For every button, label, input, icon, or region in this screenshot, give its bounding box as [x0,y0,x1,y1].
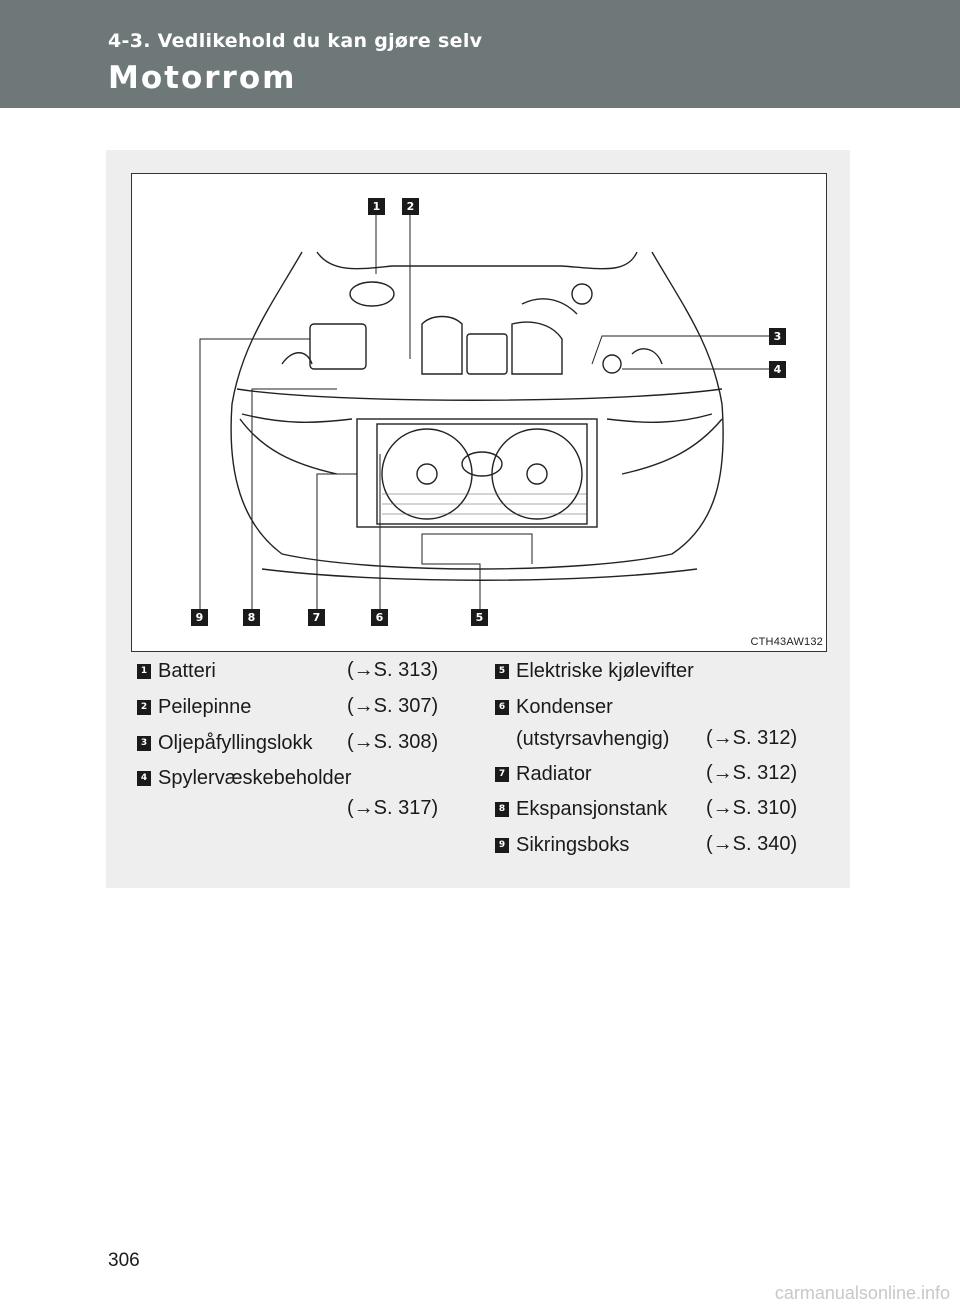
callout-3: 3 [769,328,786,345]
legend-label-radiator: Radiator [516,763,592,785]
chapter-header: 4-3. Vedlikehold du kan gjøre selv Motor… [0,0,960,108]
legend-label-washer-tank: Spylervæskebeholder [158,767,352,789]
legend-label-fuse-box: Sikringsboks [516,834,630,856]
legend-ref-fuse-box: (→S. 340) [706,833,798,855]
legend-label-oil-cap: Oljepåfyllingslokk [158,732,313,754]
legend-label-expansion-tank: Ekspansjonstank [516,798,668,820]
legend-ref-washer-tank: (→S. 317) [347,797,439,819]
page-title: Motorrom [108,60,297,96]
callout-4: 4 [769,361,786,378]
legend-ref-condenser: (→S. 312) [706,727,798,749]
callout-6: 6 [371,609,388,626]
engine-bay-illustration: 1 2 3 4 5 6 7 8 9 CTH43AW132 [131,173,827,652]
figure-code: CTH43AW132 [750,636,823,648]
legend-badge-5: 5 [495,664,509,679]
legend-badge-8: 8 [495,802,509,817]
legend-badge-3: 3 [137,736,151,751]
callout-9: 9 [191,609,208,626]
legend-badge-6: 6 [495,700,509,715]
legend-ref-radiator: (→S. 312) [706,762,798,784]
legend-label-dipstick: Peilepinne [158,696,252,718]
legend-ref-oil-cap: (→S. 308) [347,731,439,753]
page-number: 306 [108,1250,140,1271]
legend-badge-7: 7 [495,767,509,782]
legend-badge-9: 9 [495,838,509,853]
legend-badge-1: 1 [137,664,151,679]
legend-ref-battery: (→S. 313) [347,659,439,681]
callout-1: 1 [368,198,385,215]
callout-5: 5 [471,609,488,626]
engine-bay-drawing [199,214,769,609]
legend-label-cooling-fans: Elektriske kjølevifter [516,660,694,682]
callout-7: 7 [308,609,325,626]
legend-label-condenser-note: (utstyrsavhengig) [516,728,670,750]
callout-8: 8 [243,609,260,626]
legend-label-condenser: Kondenser [516,696,613,718]
legend-ref-dipstick: (→S. 307) [347,695,439,717]
legend-badge-2: 2 [137,700,151,715]
legend-label-battery: Batteri [158,660,216,682]
watermark: carmanualsonline.info [774,1283,950,1303]
legend-badge-4: 4 [137,771,151,786]
legend-ref-expansion-tank: (→S. 310) [706,797,798,819]
callout-2: 2 [402,198,419,215]
section-label: 4-3. Vedlikehold du kan gjøre selv [108,30,483,52]
